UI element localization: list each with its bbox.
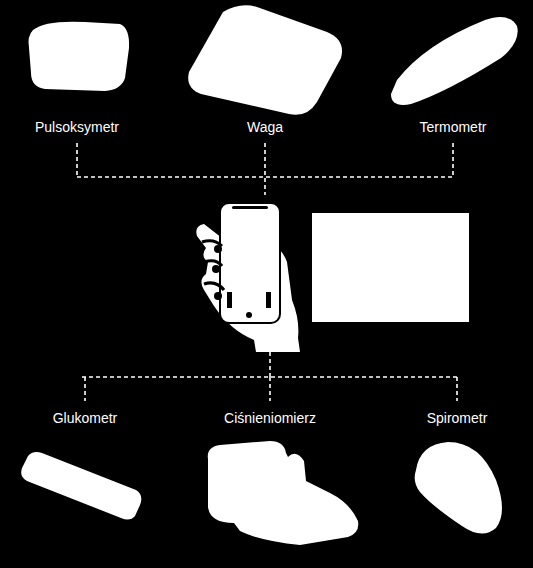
- device-label: Termometr: [420, 119, 487, 135]
- device-label: Ciśnieniomierz: [224, 410, 316, 426]
- spirometer-icon: Spirometr: [410, 440, 505, 535]
- fingernail: [214, 292, 222, 300]
- device-label: Pulsoksymetr: [35, 119, 119, 135]
- screen-panel: [312, 213, 469, 322]
- glucometer-icon: Glukometr: [18, 450, 142, 520]
- scale-icon: Waga: [185, 2, 345, 117]
- top-tree-line: [77, 143, 453, 195]
- fingernail: [212, 265, 220, 273]
- device-silhouette: [385, 12, 520, 105]
- phone-speaker: [232, 206, 268, 209]
- pulse-oximeter-icon: Pulsoksymetr: [25, 18, 130, 93]
- thermometer-icon: Termometr: [385, 12, 520, 105]
- device-silhouette: [25, 18, 130, 93]
- device-silhouette: [410, 440, 505, 535]
- device-label: Spirometr: [427, 410, 488, 426]
- fingernail: [214, 245, 222, 253]
- phone-button: [246, 312, 252, 318]
- device-shape: [21, 452, 141, 520]
- device-shape: [415, 442, 502, 534]
- device-shape: [29, 22, 130, 91]
- device-shape: [208, 441, 359, 545]
- phone-mark: [227, 292, 232, 308]
- device-silhouette: [185, 2, 345, 117]
- device-silhouette: [200, 437, 360, 545]
- blood-pressure-monitor-icon: Ciśnieniomierz: [200, 437, 360, 545]
- phone-body: [220, 203, 280, 323]
- device-label: Waga: [247, 119, 283, 135]
- phone-mark: [266, 292, 271, 308]
- bottom-tree-line: [82, 352, 457, 401]
- finger-lines: [202, 241, 224, 290]
- device-label: Glukometr: [53, 410, 118, 426]
- device-shape: [188, 5, 342, 114]
- hand-phone: [196, 203, 300, 352]
- device-silhouette: [18, 450, 142, 520]
- device-shape: [391, 17, 518, 105]
